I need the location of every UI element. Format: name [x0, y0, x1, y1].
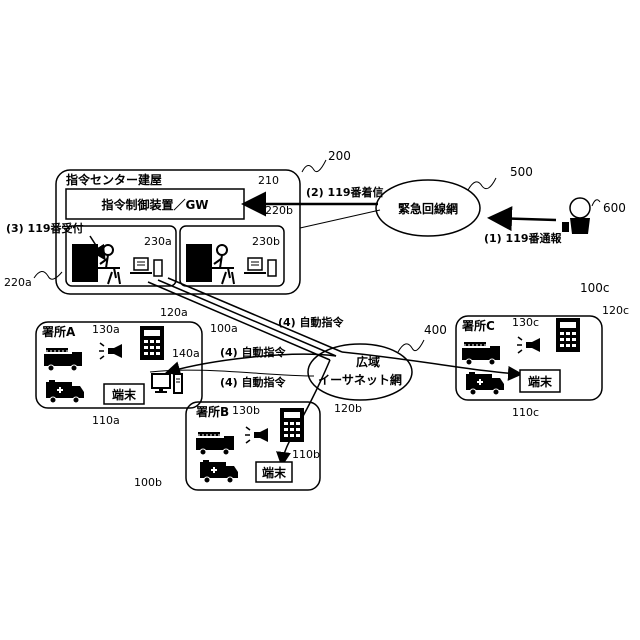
caller: 600	[562, 198, 626, 234]
terminal-c-label: 端末	[528, 374, 553, 389]
dispatch-label-2: (4) 自動指令	[220, 345, 287, 359]
fire-truck-c-icon	[462, 342, 500, 365]
center-title: 指令センター建屋	[66, 172, 162, 187]
station-a-pc-ref: 140a	[172, 347, 200, 360]
station-b-terminal-ref: 110b	[292, 448, 320, 461]
speaker-a-icon	[99, 343, 122, 359]
command-center: 指令センター建屋 200 指令制御装置／GW 210 220b 230a 230…	[4, 149, 351, 294]
call-label: (1) 119番通報	[484, 231, 562, 245]
station-c-phone-ref: 120c	[602, 304, 629, 317]
receive-label: (3) 119番受付	[6, 221, 84, 235]
station-a-speaker-ref: 130a	[92, 323, 120, 336]
controller-label: 指令制御装置／GW	[101, 197, 208, 212]
fire-truck-b-icon	[196, 432, 234, 455]
center-ref: 200	[328, 149, 351, 163]
station-b-phone-ref: 120b	[334, 402, 362, 415]
monitor-a-ref: 230a	[144, 235, 172, 248]
station-c-ref: 100c	[580, 281, 610, 295]
phone-c-icon	[556, 318, 580, 352]
fire-truck-a-icon	[44, 348, 82, 371]
dispatch-label-1: (4) 自動指令	[278, 315, 345, 329]
speaker-b-icon	[245, 427, 268, 443]
emergency-network: 緊急回線網 500	[376, 165, 533, 236]
wide-net-ref: 400	[424, 323, 447, 337]
ambulance-a-icon	[46, 380, 84, 403]
terminal-a-ref: 110a	[92, 414, 120, 427]
wide-net-label-2: イーサネット網	[318, 372, 402, 387]
incoming-label: (2) 119番着信	[306, 185, 384, 199]
station-c-speaker-ref: 130c	[512, 316, 539, 329]
speaker-c-icon	[517, 337, 540, 353]
dispatch-lines	[148, 278, 520, 464]
station-b-speaker-ref: 130b	[232, 404, 260, 417]
workstation-a-icon	[130, 258, 162, 276]
dispatch-label-3: (4) 自動指令	[220, 375, 287, 389]
operator-a-icon	[72, 244, 120, 284]
monitor-b-ref: 230b	[252, 235, 280, 248]
workstation-b-icon	[244, 258, 276, 276]
station-a-title: 署所A	[41, 324, 76, 339]
controller-ref: 210	[258, 174, 279, 187]
call-arrow	[492, 218, 556, 220]
phone-b-icon	[280, 408, 304, 442]
emergency-net-ref: 500	[510, 165, 533, 179]
ambulance-c-icon	[466, 372, 504, 395]
station-b-title: 署所B	[195, 404, 229, 419]
ambulance-b-icon	[200, 460, 238, 483]
station-c: 署所C 100c 120c 130c 110c 端末	[456, 281, 629, 419]
console-a-ref: 220a	[4, 276, 32, 289]
station-c-title: 署所C	[461, 318, 495, 333]
pc-a-icon	[152, 374, 182, 393]
operator-b-icon	[186, 244, 234, 284]
terminal-a-label: 端末	[112, 387, 137, 402]
station-a-phone-ref: 120a	[160, 306, 188, 319]
phone-a-icon	[140, 326, 164, 360]
station-b: 署所B 130b 120b 110b 100b 端末	[134, 402, 362, 490]
console-b-ref: 220b	[265, 204, 293, 217]
emergency-net-label: 緊急回線網	[398, 201, 458, 216]
caller-ref: 600	[603, 201, 626, 215]
station-a-ref: 100a	[210, 322, 238, 335]
station-b-ref: 100b	[134, 476, 162, 489]
station-c-terminal-ref: 110c	[512, 406, 539, 419]
terminal-b-label: 端末	[262, 465, 287, 480]
